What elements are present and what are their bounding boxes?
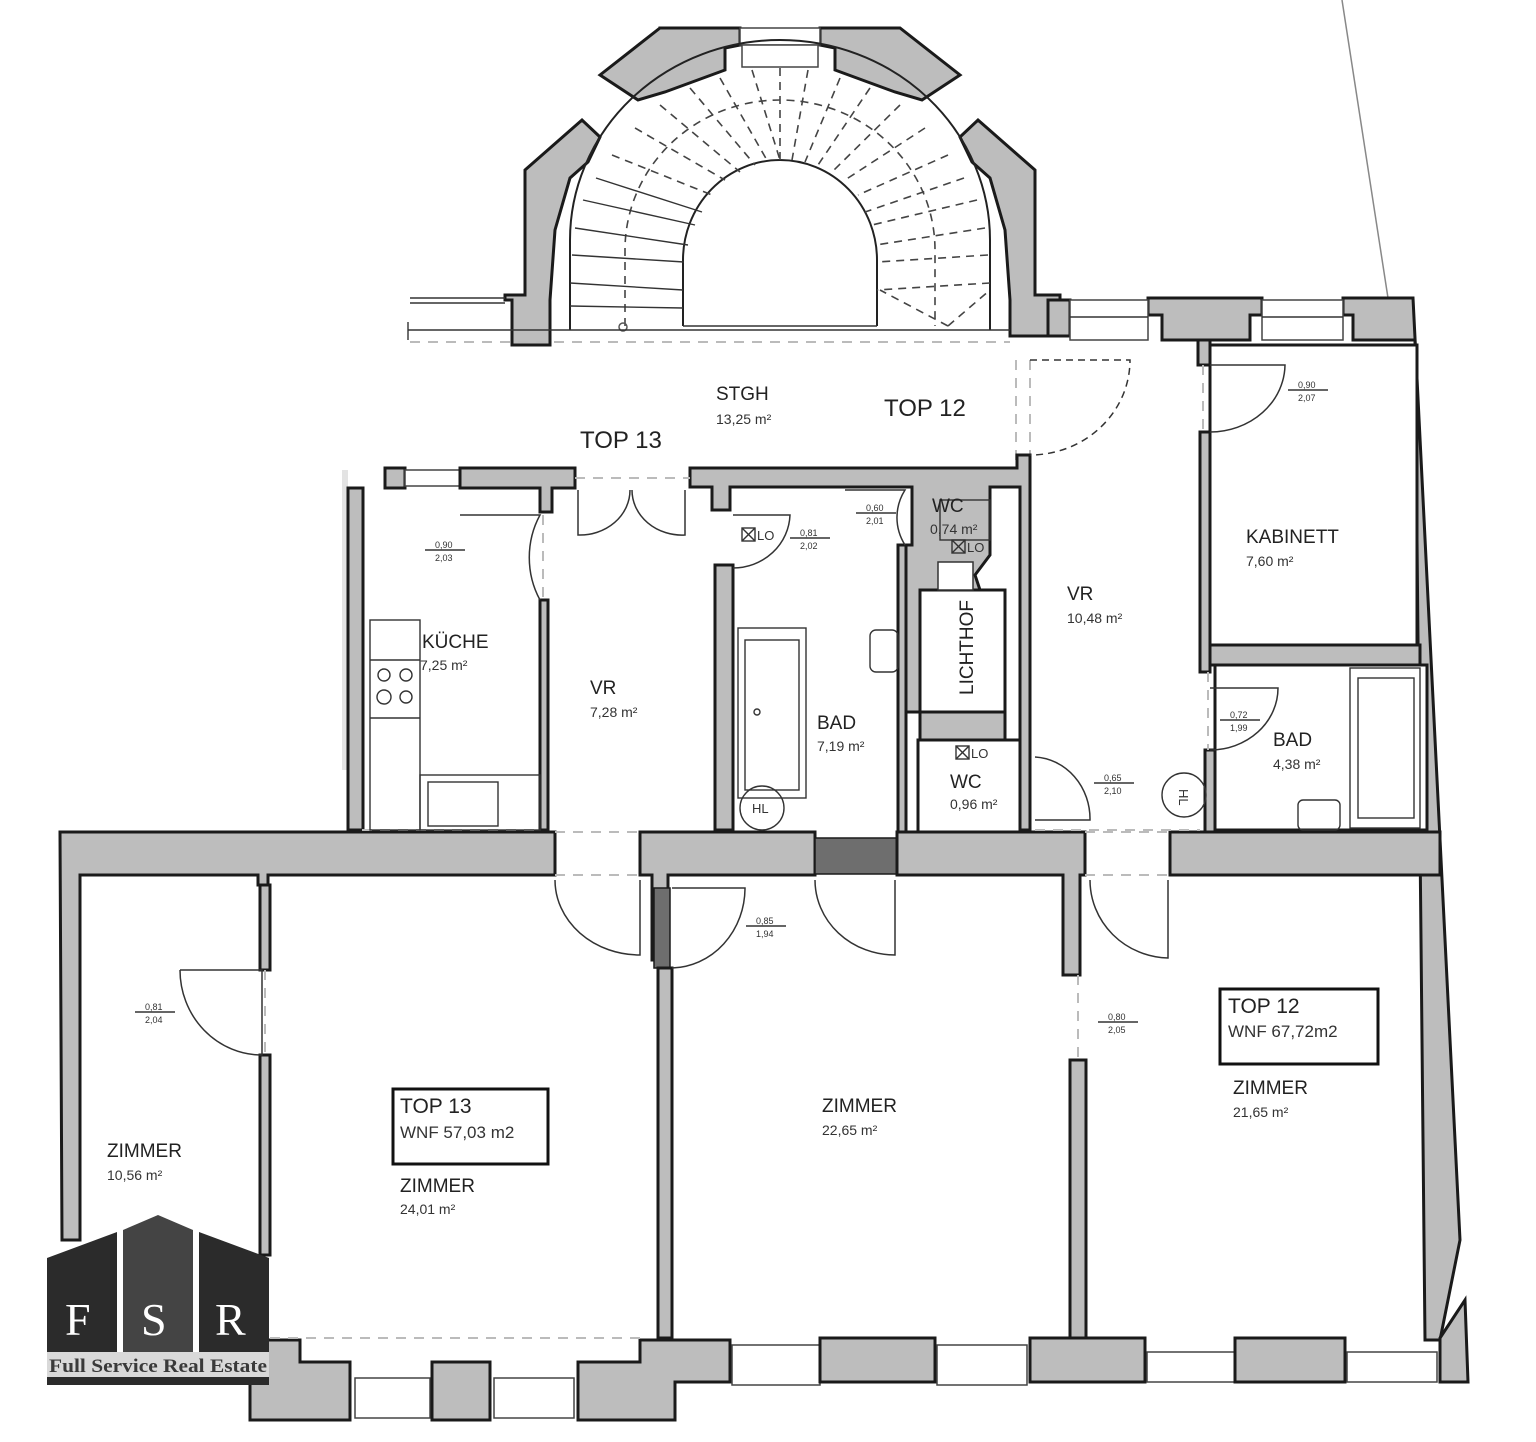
svg-text:WNF 57,03 m2: WNF 57,03 m2 <box>400 1123 514 1142</box>
svg-text:0,96 m²: 0,96 m² <box>950 796 998 812</box>
company-logo: F S R Full Service Real Estate <box>47 1215 269 1385</box>
svg-text:0,60: 0,60 <box>866 503 884 513</box>
svg-text:0,72: 0,72 <box>1230 710 1248 720</box>
svg-text:LO: LO <box>757 528 774 543</box>
svg-text:TOP 13: TOP 13 <box>400 1095 472 1118</box>
door-dimensions: 0,90 2,03 0,90 2,07 0,81 2,02 0,60 2,01 0,72… <box>135 380 1328 1035</box>
staircase-tower <box>407 26 1062 347</box>
svg-text:0,65: 0,65 <box>1104 773 1122 783</box>
svg-text:13,25 m²: 13,25 m² <box>716 411 772 427</box>
floor-drain-icons: LO LO LO <box>741 527 988 761</box>
unit-box-top13: TOP 13 WNF 57,03 m2 <box>391 1087 550 1166</box>
lichthof-label: LICHTHOF <box>957 600 978 695</box>
svg-text:2,10: 2,10 <box>1104 786 1122 796</box>
svg-text:2,04: 2,04 <box>145 1015 163 1025</box>
svg-text:KÜCHE: KÜCHE <box>422 632 489 653</box>
logo-letter-r: R <box>215 1294 246 1345</box>
svg-text:LO: LO <box>967 540 984 555</box>
svg-text:WNF 67,72m2: WNF 67,72m2 <box>1228 1022 1338 1041</box>
doors <box>179 359 1286 1056</box>
logo-tagline: Full Service Real Estate <box>49 1356 267 1377</box>
svg-text:21,65 m²: 21,65 m² <box>1233 1104 1289 1120</box>
water-heater-icon: HL <box>752 801 769 816</box>
svg-text:7,25 m²: 7,25 m² <box>420 657 468 673</box>
room-wc-096: WC 0,96 m² <box>950 772 998 812</box>
room-zimmer-1056: ZIMMER 10,56 m² <box>107 1141 182 1183</box>
svg-text:2,03: 2,03 <box>435 553 453 563</box>
unit-label-top12: TOP 12 <box>884 395 966 422</box>
svg-text:7,60 m²: 7,60 m² <box>1246 553 1294 569</box>
logo-letter-f: F <box>65 1294 91 1345</box>
svg-text:1,99: 1,99 <box>1230 723 1248 733</box>
svg-text:1,94: 1,94 <box>756 929 774 939</box>
floor-drain-icon: LO <box>955 745 988 761</box>
svg-text:2,05: 2,05 <box>1108 1025 1126 1035</box>
svg-text:0,90: 0,90 <box>1298 380 1316 390</box>
svg-text:0,90: 0,90 <box>435 540 453 550</box>
svg-text:0,74 m²: 0,74 m² <box>930 521 978 537</box>
svg-text:BAD: BAD <box>817 713 856 734</box>
svg-text:LO: LO <box>971 746 988 761</box>
svg-text:2,01: 2,01 <box>866 516 884 526</box>
svg-text:ZIMMER: ZIMMER <box>822 1096 897 1117</box>
svg-text:7,19 m²: 7,19 m² <box>817 738 865 754</box>
logo-letter-s: S <box>141 1294 167 1345</box>
svg-text:0,81: 0,81 <box>800 528 818 538</box>
stairwell-label: STGH 13,25 m² <box>716 384 772 427</box>
svg-text:ZIMMER: ZIMMER <box>400 1176 475 1197</box>
unit-label-top13: TOP 13 <box>580 427 662 454</box>
svg-text:2,02: 2,02 <box>800 541 818 551</box>
svg-text:2,07: 2,07 <box>1298 393 1316 403</box>
svg-text:0,81: 0,81 <box>145 1002 163 1012</box>
svg-text:STGH: STGH <box>716 384 769 405</box>
room-bad-top12: BAD 4,38 m² <box>1273 730 1321 772</box>
room-vr-top12: VR 10,48 m² <box>1067 584 1123 626</box>
svg-text:10,48 m²: 10,48 m² <box>1067 610 1123 626</box>
svg-text:0,80: 0,80 <box>1108 1012 1126 1022</box>
room-kabinett: KABINETT 7,60 m² <box>1246 527 1339 569</box>
room-kueche: KÜCHE 7,25 m² <box>420 632 489 673</box>
svg-text:10,56 m²: 10,56 m² <box>107 1167 163 1183</box>
floor-drain-icon: LO <box>741 527 774 543</box>
svg-text:WC: WC <box>950 772 982 793</box>
room-vr-top13: VR 7,28 m² <box>590 678 638 720</box>
floor-drain-icon: LO <box>951 539 984 555</box>
unit-box-top12: TOP 12 WNF 67,72m2 <box>1218 987 1380 1066</box>
svg-text:BAD: BAD <box>1273 730 1312 751</box>
svg-text:ZIMMER: ZIMMER <box>107 1141 182 1162</box>
svg-text:0,85: 0,85 <box>756 916 774 926</box>
svg-text:4,38 m²: 4,38 m² <box>1273 756 1321 772</box>
svg-text:7,28 m²: 7,28 m² <box>590 704 638 720</box>
room-zimmer-2265: ZIMMER 22,65 m² <box>822 1096 897 1138</box>
room-bad-top13: BAD 7,19 m² <box>817 713 865 754</box>
svg-text:TOP 12: TOP 12 <box>1228 995 1300 1018</box>
svg-text:22,65 m²: 22,65 m² <box>822 1122 878 1138</box>
svg-text:VR: VR <box>590 678 616 699</box>
room-zimmer-2165: ZIMMER 21,65 m² <box>1233 1078 1308 1120</box>
interior-walls <box>58 338 1470 1422</box>
svg-text:24,01 m²: 24,01 m² <box>400 1201 456 1217</box>
room-wc-small: WC 0,74 m² <box>930 496 978 537</box>
svg-text:KABINETT: KABINETT <box>1246 527 1339 548</box>
fixtures <box>369 499 1421 831</box>
svg-text:ZIMMER: ZIMMER <box>1233 1078 1308 1099</box>
property-line <box>1341 0 1389 299</box>
svg-text:WC: WC <box>932 496 964 517</box>
svg-text:VR: VR <box>1067 584 1093 605</box>
room-zimmer-2401: ZIMMER 24,01 m² <box>400 1176 475 1217</box>
water-heater-icon: HL <box>1176 789 1191 806</box>
